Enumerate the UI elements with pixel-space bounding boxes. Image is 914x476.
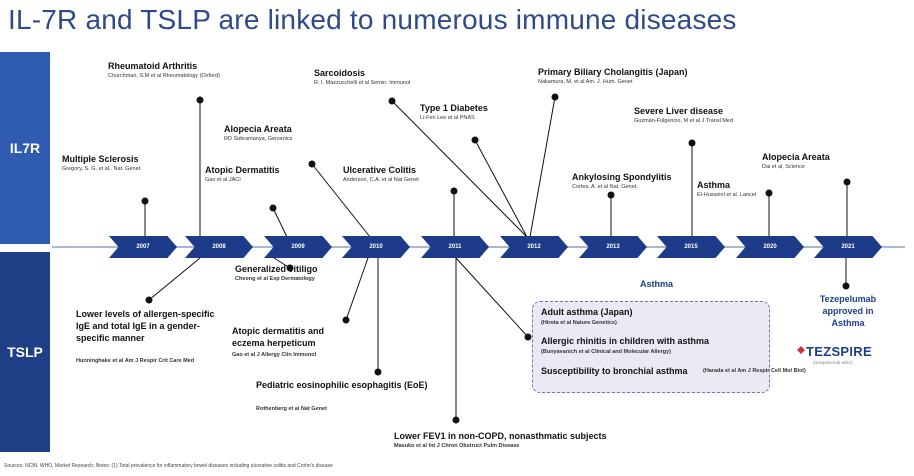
il7r-event-source: R. I. Mazzucchelli et al Semin. Immunol bbox=[314, 80, 411, 86]
il7r-event-title: Multiple Sclerosis bbox=[62, 154, 139, 164]
il7r-event-title: Ulcerative Colitis bbox=[343, 165, 417, 175]
connector-adeh bbox=[345, 257, 369, 321]
dot-asthma bbox=[765, 189, 773, 197]
il7r-event-title: Severe Liver disease bbox=[634, 106, 724, 116]
dot-box bbox=[524, 333, 532, 341]
dot-adeh bbox=[342, 316, 350, 324]
tezspire-subtitle: (tezepelumab-ekko) bbox=[813, 360, 853, 365]
dot-vit bbox=[286, 264, 294, 272]
dot-fev1 bbox=[452, 416, 460, 424]
il7r-event-source: Gregory, S. G. et al.. Nat. Genet. bbox=[62, 166, 142, 172]
asthma-box-item-source: (Hirota et al Nature Genetics) bbox=[541, 320, 617, 326]
connector-box bbox=[455, 257, 529, 338]
connector-pbc bbox=[529, 96, 556, 238]
slide-title: IL-7R and TSLP are linked to numerous im… bbox=[8, 4, 737, 35]
il7r-event-source: Anderson, C.A. et al Nat Genet bbox=[343, 177, 419, 183]
il7r-event-source: Guzmán-Fulgencio, M et al J Transl Med bbox=[634, 118, 734, 124]
dot-tez bbox=[842, 282, 850, 290]
connector-aa1 bbox=[311, 163, 371, 238]
asthma-box-item-source: (Bunyavanich et al Clinical and Molecula… bbox=[541, 349, 671, 355]
il7r-event-title: Type 1 Diabetes bbox=[420, 103, 488, 113]
tslp-event-source: Cheong et al Exp Dermatology bbox=[235, 276, 315, 282]
il7r-event-source: Churchman, S.M et al Rheumatology (Oxfor… bbox=[108, 73, 220, 79]
year-chevron-2011: 2011 bbox=[421, 236, 489, 258]
il7r-event-title: Alopecia Areata bbox=[762, 152, 830, 162]
il7r-event-title: Primary Biliary Cholangitis (Japan) bbox=[538, 67, 688, 77]
year-chevron-2020: 2020 bbox=[736, 236, 804, 258]
year-chevron-2012: 2012 bbox=[500, 236, 568, 258]
year-chevron-2013: 2013 bbox=[579, 236, 647, 258]
tslp-event-title: Atopic dermatitis and eczema herpeticum bbox=[232, 326, 325, 348]
tezspire-logo: TEZSPIRE bbox=[806, 344, 872, 359]
il7r-event-title: Rheumatoid Arthritis bbox=[108, 61, 198, 71]
dot-ra bbox=[196, 96, 204, 104]
connector-sarc bbox=[391, 100, 528, 238]
dot-pbc bbox=[551, 93, 559, 101]
il7r-band: IL7R bbox=[0, 52, 50, 244]
tslp-event-source: Gao et al J Allergy Clin Immunol bbox=[232, 352, 317, 358]
tslp-band: TSLP bbox=[0, 252, 50, 452]
year-chevron-2007: 2007 bbox=[109, 236, 177, 258]
year-chevron-2008: 2008 bbox=[185, 236, 253, 258]
dot-aa1 bbox=[308, 160, 316, 168]
dot-ige bbox=[145, 296, 153, 304]
tslp-event-title: Pediatric eosinophilic esophagitis (EoE) bbox=[256, 380, 428, 390]
year-chevron-2021: 2021 bbox=[814, 236, 882, 258]
dot-eoe bbox=[374, 368, 382, 376]
year-chevron-2015: 2015 bbox=[657, 236, 725, 258]
il7r-event-title: Ankylosing Spondylitis bbox=[572, 172, 672, 182]
il7r-band-label: IL7R bbox=[9, 140, 41, 156]
tslp-asthma-label: Asthma bbox=[640, 279, 674, 289]
tslp-event-title: Lower levels of allergen-specific IgE an… bbox=[76, 309, 215, 343]
asthma-box bbox=[532, 301, 770, 393]
year-chevron-2009: 2009 bbox=[264, 236, 332, 258]
il7r-event-source: El-Husseini et al, Lancet bbox=[697, 192, 757, 198]
il7r-event-source: Li-Fen Lee et al PNAS bbox=[420, 115, 475, 121]
year-chevron-2010: 2010 bbox=[342, 236, 410, 258]
dot-ms bbox=[141, 197, 149, 205]
tezepelumab-approval: Tezepelumab approved in Asthma bbox=[819, 294, 877, 328]
tslp-event-title: Generalized vitiligo bbox=[235, 264, 318, 274]
tslp-event-source: Rothenberg et al Nat Genet bbox=[256, 406, 327, 412]
il7r-event-source: Dai et al, Science bbox=[762, 164, 805, 170]
asthma-box-item-title: Allergic rhinitis in children with asthm… bbox=[541, 336, 710, 346]
dot-aa2 bbox=[843, 178, 851, 186]
dot-uc bbox=[450, 187, 458, 195]
il7r-event-source: Nakamura, M. et al Am. J. Hum. Genet bbox=[538, 79, 633, 85]
il7r-event-source: RD Subramanya, Genomics bbox=[224, 136, 293, 142]
asthma-box-item-title: Adult asthma (Japan) bbox=[541, 307, 633, 317]
il7r-event-title: Asthma bbox=[697, 180, 731, 190]
il7r-event-source: Gao et al JACI bbox=[205, 177, 241, 183]
tslp-event-title: Lower FEV1 in non-COPD, nonasthmatic sub… bbox=[394, 431, 607, 441]
tslp-event-source: Masuko et al Int J Chron Obstruct Pulm D… bbox=[394, 443, 520, 449]
il7r-event-title: Alopecia Areata bbox=[224, 124, 292, 134]
dot-ad bbox=[269, 204, 277, 212]
tslp-band-label: TSLP bbox=[7, 344, 43, 360]
connector-t1d bbox=[474, 139, 528, 238]
footer-sources: Sources: NCBI, WHO, Market Research; Not… bbox=[4, 463, 333, 469]
il7r-event-title: Sarcoidosis bbox=[314, 68, 366, 78]
asthma-box-item-source: (Harada et al Am J Respir Cell Mol Biol) bbox=[703, 368, 806, 374]
dot-t1d bbox=[471, 136, 479, 144]
asthma-box-item-title: Susceptibility to bronchial asthma bbox=[541, 366, 688, 376]
tezspire-logo-icon bbox=[797, 346, 805, 354]
dot-sarc bbox=[388, 97, 396, 105]
connector-ige bbox=[148, 257, 201, 301]
tslp-event-source: Hunninghake et al Am J Respir Crit Care … bbox=[76, 358, 195, 364]
il7r-event-title: Atopic Dermatitis bbox=[205, 165, 280, 175]
dot-as bbox=[607, 191, 615, 199]
il7r-event-source: Cortes, A. et al Nat. Genet. bbox=[572, 184, 638, 190]
connector-ad bbox=[272, 207, 288, 238]
dot-sld bbox=[688, 139, 696, 147]
